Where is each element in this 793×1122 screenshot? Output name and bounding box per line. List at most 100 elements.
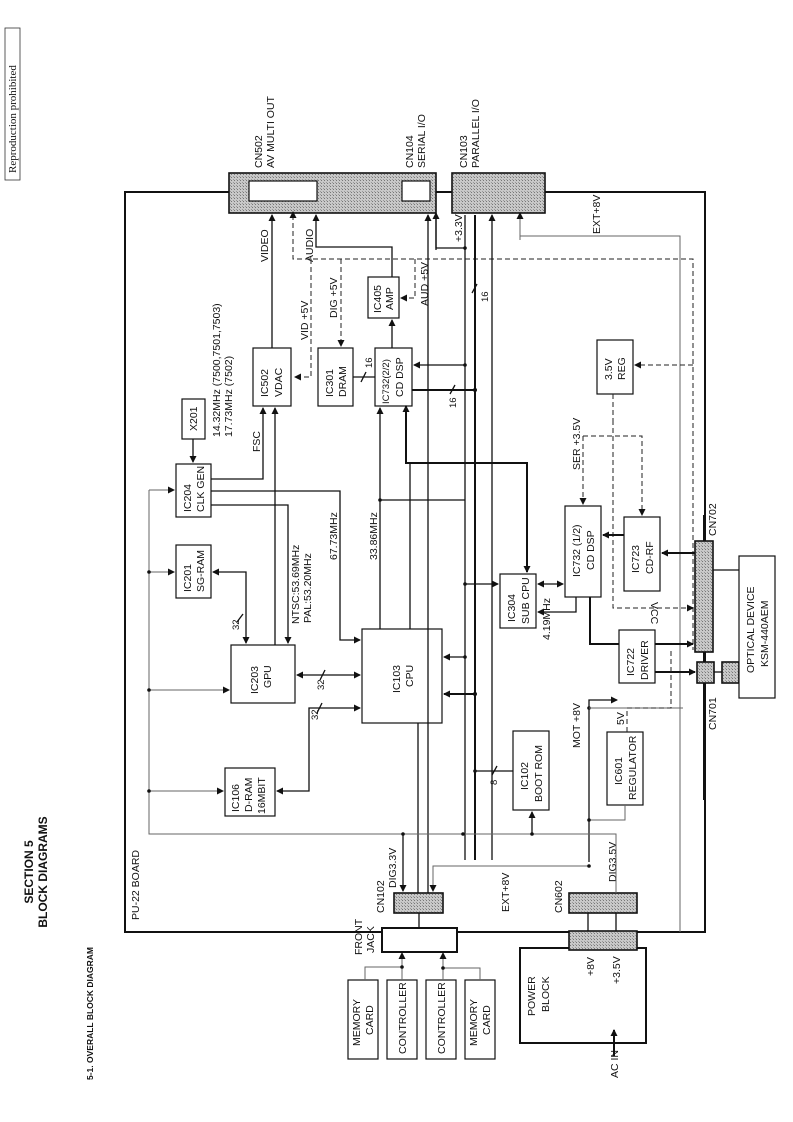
power-block: POWER BLOCK +8V +3.5V [519,947,647,1044]
svg-text:IC106: IC106 [230,784,242,812]
svg-text:CPU: CPU [404,665,416,687]
svg-text:IC722: IC722 [625,648,637,676]
mot-8v-label: MOT +8V [571,703,583,748]
freq-419-label: 4.19MHz [541,598,553,640]
ic723-cd-rf: IC723 CD-RF [623,516,661,592]
cn701-connector [696,661,715,684]
ic405-amp: IC405 AMP [367,276,400,319]
svg-text:GPU: GPU [262,665,274,688]
cn702-connector [694,540,714,653]
svg-text:REGULATOR: REGULATOR [627,735,639,800]
bus-32-sgram: 32 [231,619,242,630]
svg-text:BLOCK: BLOCK [540,976,552,1012]
ic601-regulator: IC601 REGULATOR [606,731,644,806]
svg-text:X201: X201 [188,406,200,431]
controller-2: CONTROLLER [425,979,457,1060]
cn102-name: DIG3.3V [387,848,399,888]
bus-8-label: 8 [489,780,500,785]
freq-1773-label: 17.73MHz (7502) [223,356,235,437]
ext-8v-bottom-label: EXT+8V [500,873,512,912]
svg-text:IC502: IC502 [259,369,271,397]
svg-text:SG-RAM: SG-RAM [195,550,207,592]
cn502-connector [228,172,437,214]
svg-text:IC405: IC405 [372,285,384,313]
svg-text:+8V: +8V [585,957,597,976]
power-block-connector [568,930,638,951]
svg-text:SUB CPU: SUB CPU [520,577,532,624]
svg-text:CARD: CARD [481,1005,493,1035]
bus-16-cddsp: 16 [448,397,459,408]
pu22-board-outline [124,191,706,933]
ic301-dram: IC301 DRAM [317,347,354,407]
svg-text:3.5V: 3.5V [603,358,615,380]
vid-5v-label: VID +5V [299,301,311,340]
cn103-name: PARALLEL I/O [470,99,482,168]
memory-card-2: MEMORY CARD [464,979,496,1060]
optical-connector [721,661,740,684]
ic103-cpu: IC103 CPU [361,628,443,724]
svg-text:CD DSP: CD DSP [585,530,597,570]
video-signal-label: VIDEO [259,229,271,262]
vcc-label: VCC [648,602,660,625]
svg-text:IC301: IC301 [324,369,336,397]
ic102-boot-rom: IC102 BOOT ROM [512,730,550,811]
ic732-2-cd-dsp: IC732(2/2) CD DSP [374,347,413,407]
svg-text:CLK GEN: CLK GEN [195,466,207,512]
front-jack: FRONT JACK [353,918,458,955]
ac-in-label: AC IN [609,1050,621,1078]
section-subtitle: BLOCK DIAGRAMS [36,816,50,927]
cn502-id: CN502 [253,135,265,168]
svg-text:16MBIT: 16MBIT [256,777,268,814]
bus-32-gpu-cpu: 32 [316,679,327,690]
section-title: SECTION 5 [22,840,36,904]
ic502-vdac: IC502 VDAC [252,347,292,407]
svg-text:D-RAM: D-RAM [243,778,255,812]
dig-5v-label: DIG +5V [328,277,340,318]
svg-text:VDAC: VDAC [273,367,285,397]
ic203-gpu: IC203 GPU [230,644,296,704]
memory-card-1: MEMORY CARD [347,979,379,1060]
bus-16-parallel: 16 [480,291,491,302]
pal-freq-label: PAL:53.20MHz [302,553,314,623]
svg-text:AMP: AMP [384,287,396,310]
ic106-d-ram: IC106 D-RAM 16MBIT [224,767,276,817]
ext-8v-top-label: EXT+8V [591,195,603,234]
svg-text:BOOT ROM: BOOT ROM [533,745,545,802]
svg-text:OPTICAL DEVICE: OPTICAL DEVICE [745,586,757,673]
x201-block: X201 [181,398,206,440]
cn102-connector [393,892,444,914]
svg-text:JACK: JACK [365,926,377,953]
svg-text:CONTROLLER: CONTROLLER [436,982,448,1054]
svg-text:IC601: IC601 [613,757,625,785]
v33-label: +3.3V [453,214,465,242]
svg-text:IC103: IC103 [391,665,403,693]
svg-text:FRONT: FRONT [353,918,365,955]
freq-3386-label: 33.86MHz [368,512,380,560]
cn701-label: CN701 [707,697,719,730]
cn602-connector [568,892,638,914]
svg-text:IC732(2/2): IC732(2/2) [381,359,392,404]
cn103-id: CN103 [458,135,470,168]
svg-text:+3.5V: +3.5V [611,956,623,984]
svg-text:IC102: IC102 [519,762,531,790]
svg-text:CD-RF: CD-RF [644,541,656,574]
bus-32-dram-cpu: 32 [310,709,321,720]
cn602-name: DIG3.5V [607,842,619,882]
cn104-id: CN104 [404,135,416,168]
svg-text:KSM-440AEM: KSM-440AEM [759,600,771,667]
figure-title: 5-1. OVERALL BLOCK DIAGRAM [85,947,95,1080]
ic304-sub-cpu: IC304 SUB CPU [499,573,537,629]
3-5v-regulator: 3.5V REG [596,339,634,395]
svg-text:DRAM: DRAM [337,366,349,397]
freq-1432-label: 14.32MHz (7500,7501,7503) [211,303,223,437]
svg-text:IC201: IC201 [182,564,194,592]
optical-device-ksm-440aem: OPTICAL DEVICE KSM-440AEM [738,555,776,699]
reproduction-stamp: Reproduction prohibited [4,27,21,181]
cn602-id: CN602 [553,880,565,913]
fsc-label: FSC [251,431,263,452]
ntsc-freq-label: NTSC:53.69MHz [290,545,302,624]
bus-16-dram: 16 [364,357,375,368]
cn702-label: CN702 [707,503,719,536]
svg-text:IC304: IC304 [506,594,518,622]
